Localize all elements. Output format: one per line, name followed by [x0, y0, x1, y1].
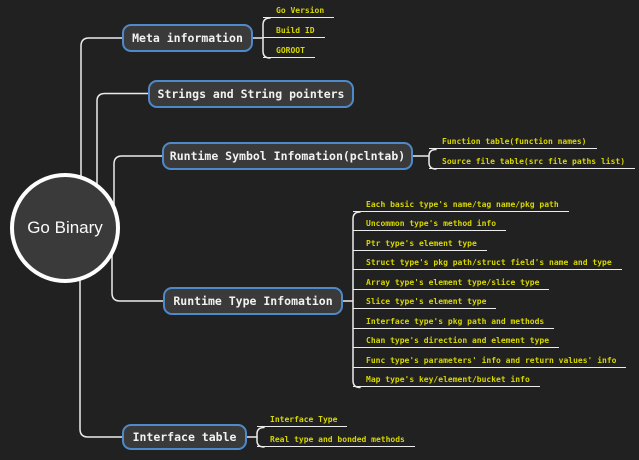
child-map-type[interactable]: Map type's key/element/bucket info: [353, 373, 540, 387]
root-node-label: Go Binary: [27, 218, 103, 237]
child-struct-type[interactable]: Struct type's pkg path/struct field's na…: [353, 256, 622, 270]
child-source-file-table[interactable]: Source file table(src file paths list): [429, 155, 636, 169]
child-ptr-type[interactable]: Ptr type's element type: [353, 237, 487, 251]
child-func-type[interactable]: Func type's parameters' info and return …: [353, 354, 627, 368]
branch-line-meta: [80, 37, 123, 263]
branch-runtime-symbol-information[interactable]: Runtime Symbol Infomation(pclntab): [162, 142, 413, 170]
child-goroot[interactable]: GOROOT: [263, 44, 315, 58]
branch-line-runtime-symbol: [113, 155, 163, 241]
root-node[interactable]: Go Binary: [10, 173, 120, 283]
child-array-type[interactable]: Array type's element type/slice type: [353, 276, 550, 290]
branch-strings-and-string-pointers[interactable]: Strings and String pointers: [148, 80, 354, 108]
branch-line-runtime-type: [111, 243, 164, 302]
branch-runtime-type-information[interactable]: Runtime Type Infomation: [163, 287, 343, 315]
child-chan-type[interactable]: Chan type's direction and element type: [353, 334, 560, 348]
branch-line-interface: [79, 261, 123, 438]
child-basic-type-name[interactable]: Each basic type's name/tag name/pkg path: [353, 198, 569, 212]
child-function-table[interactable]: Function table(function names): [429, 135, 597, 149]
child-go-version[interactable]: Go Version: [263, 4, 335, 18]
branch-label: Strings and String pointers: [157, 87, 345, 101]
branch-line-strings: [96, 92, 149, 261]
branch-interface-table[interactable]: Interface table: [122, 424, 247, 450]
child-uncommon-type[interactable]: Uncommon type's method info: [353, 217, 507, 231]
child-interface-type-info[interactable]: Interface type's pkg path and methods: [353, 315, 555, 329]
branch-label: Meta information: [132, 31, 243, 45]
child-slice-type[interactable]: Slice type's element type: [353, 295, 497, 309]
child-build-id[interactable]: Build ID: [263, 24, 325, 38]
child-real-type-bonded-methods[interactable]: Real type and bonded methods: [257, 433, 415, 447]
branch-meta-information[interactable]: Meta information: [122, 24, 253, 52]
branch-label: Interface table: [132, 430, 237, 444]
branch-label: Runtime Type Infomation: [173, 294, 333, 308]
child-interface-type[interactable]: Interface Type: [257, 413, 348, 427]
branch-label: Runtime Symbol Infomation(pclntab): [169, 149, 406, 163]
